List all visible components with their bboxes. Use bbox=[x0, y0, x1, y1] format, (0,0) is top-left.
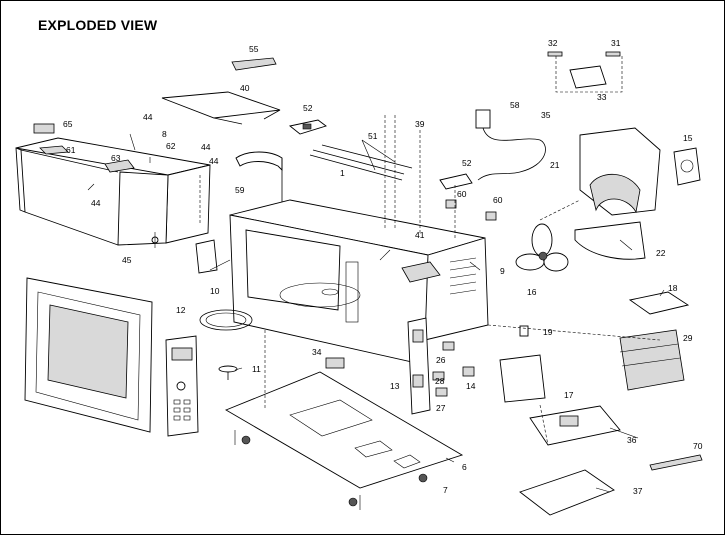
part-label: 36 bbox=[627, 435, 637, 445]
part-58-power-cord bbox=[475, 109, 546, 181]
part-label: 1 bbox=[340, 168, 345, 178]
part-33-fuse-holder bbox=[547, 51, 623, 93]
part-29-magnetron bbox=[619, 329, 685, 391]
part-label: 34 bbox=[312, 347, 322, 357]
part-label: 39 bbox=[415, 119, 425, 129]
leader-lines bbox=[87, 133, 665, 493]
part-label: 27 bbox=[436, 403, 446, 413]
part-label: 26 bbox=[436, 355, 446, 365]
part-label: 31 bbox=[611, 38, 621, 48]
part-21-fan-duct bbox=[579, 127, 661, 216]
control-panel bbox=[165, 335, 199, 437]
part-7-feet bbox=[234, 430, 428, 510]
part-40-top-plate bbox=[161, 91, 281, 125]
part-15-fan-motor bbox=[673, 147, 701, 186]
part-label: 35 bbox=[541, 110, 551, 120]
part-label: 22 bbox=[656, 248, 666, 258]
part-label: 37 bbox=[633, 486, 643, 496]
part-11-coupler bbox=[218, 365, 238, 380]
part-65-plate bbox=[33, 123, 55, 134]
part-label: 55 bbox=[249, 44, 259, 54]
part-label: 33 bbox=[597, 92, 607, 102]
part-label: 44 bbox=[201, 142, 211, 152]
part-12-roller-ring bbox=[199, 309, 253, 331]
part-label: 52 bbox=[462, 158, 472, 168]
part-label: 70 bbox=[693, 441, 703, 451]
part-label: 10 bbox=[210, 286, 220, 296]
part-70-strip bbox=[649, 454, 703, 471]
part-16-fan-blade bbox=[515, 223, 569, 272]
part-label: 52 bbox=[303, 103, 313, 113]
part-label: 45 bbox=[122, 255, 132, 265]
part-label: 44 bbox=[91, 198, 101, 208]
part-label: 21 bbox=[550, 160, 560, 170]
part-label: 61 bbox=[66, 145, 76, 155]
part-label: 51 bbox=[368, 131, 378, 141]
part-19-thermal-cutout bbox=[519, 325, 529, 337]
part-label: 17 bbox=[564, 390, 574, 400]
part-label: 8 bbox=[162, 129, 167, 139]
part-52-bracket-right bbox=[439, 173, 473, 190]
part-label: 12 bbox=[176, 305, 186, 315]
part-label: 15 bbox=[683, 133, 693, 143]
part-label: 65 bbox=[63, 119, 73, 129]
part-59-duct bbox=[235, 151, 283, 206]
part-label: 29 bbox=[683, 333, 693, 343]
part-label: 9 bbox=[500, 266, 505, 276]
part-label: 41 bbox=[415, 230, 425, 240]
part-label: 59 bbox=[235, 185, 245, 195]
part-label: 16 bbox=[527, 287, 537, 297]
part-36-inverter-board bbox=[529, 405, 621, 446]
part-label: 62 bbox=[166, 141, 176, 151]
switch-parts bbox=[432, 341, 475, 397]
cavity-vent-grid bbox=[449, 257, 477, 295]
part-6-base-plate bbox=[224, 371, 464, 489]
part-label: 60 bbox=[493, 195, 503, 205]
part-label: 58 bbox=[510, 100, 520, 110]
part-34-motor bbox=[325, 357, 345, 369]
part-52-bracket bbox=[288, 119, 327, 135]
part-label: 13 bbox=[390, 381, 400, 391]
part-60-clips bbox=[445, 199, 497, 221]
part-label: 19 bbox=[543, 327, 553, 337]
part-8-outer-cabinet bbox=[15, 137, 211, 246]
part-10-cover bbox=[195, 239, 218, 274]
part-55-bar bbox=[231, 57, 277, 71]
part-13-latch bbox=[407, 317, 431, 415]
part-label: 14 bbox=[466, 381, 476, 391]
part-37-bracket bbox=[519, 469, 615, 516]
part-label: 63 bbox=[111, 153, 121, 163]
part-label: 7 bbox=[443, 485, 448, 495]
part-label: 32 bbox=[548, 38, 558, 48]
part-22-air-guide bbox=[574, 221, 646, 260]
part-label: 28 bbox=[435, 376, 445, 386]
part-label: 6 bbox=[462, 462, 467, 472]
diagram-title: EXPLODED VIEW bbox=[38, 17, 158, 33]
part-label: 40 bbox=[240, 83, 250, 93]
part-label: 11 bbox=[252, 364, 261, 374]
part-label: 60 bbox=[457, 189, 467, 199]
part-label: 44 bbox=[143, 112, 153, 122]
part-label: 44 bbox=[209, 156, 219, 166]
assembly-dashed-lines bbox=[199, 115, 661, 446]
door-assembly bbox=[24, 277, 153, 433]
part-51-rails bbox=[309, 144, 413, 181]
part-label: 18 bbox=[668, 283, 678, 293]
part-17-insulator bbox=[499, 354, 546, 403]
part-9-oven-cavity bbox=[229, 199, 489, 366]
part-18-cover bbox=[628, 291, 690, 315]
